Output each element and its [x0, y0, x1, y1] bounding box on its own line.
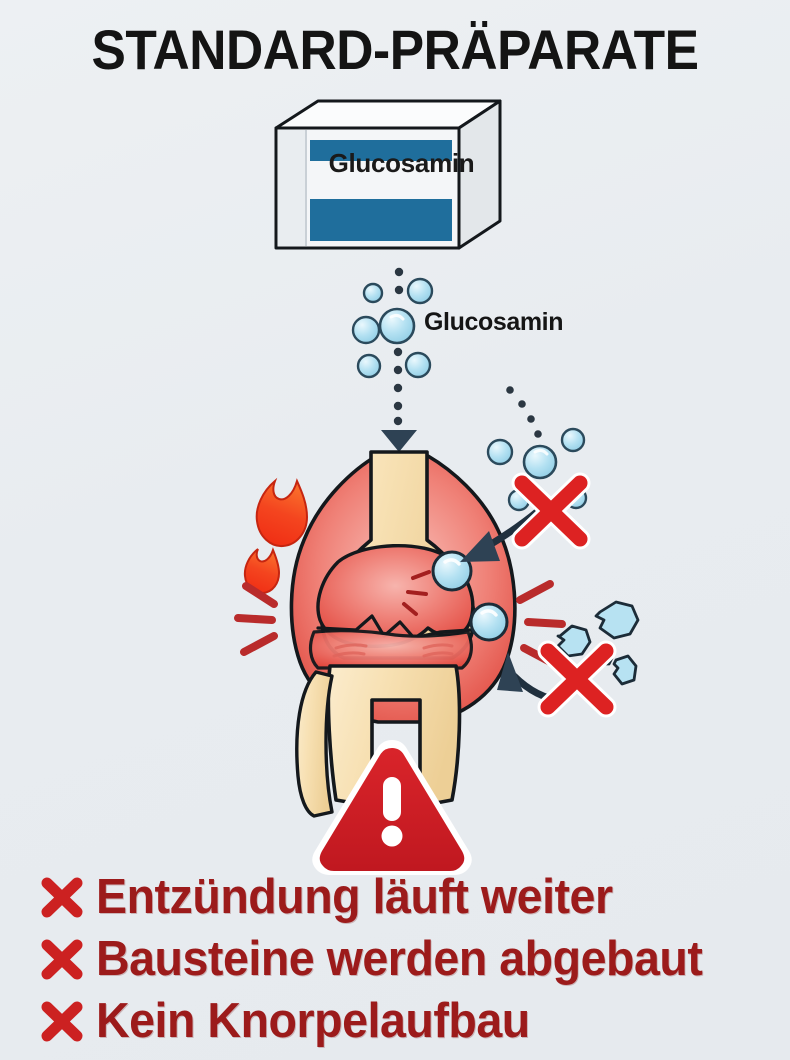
pain-lines-left — [234, 582, 278, 656]
x-mark-icon — [36, 933, 88, 985]
drawback-list: Entzündung läuft weiter Bausteine werden… — [36, 866, 776, 1052]
fibula-bone — [295, 670, 334, 818]
inflammation-flame-icon — [243, 477, 309, 595]
x-mark-icon — [36, 995, 88, 1047]
glucosamin-particle-cluster-top — [351, 277, 434, 379]
warning-triangle-icon — [312, 740, 472, 875]
glucosamin-dotted-trail-main — [393, 267, 404, 426]
cartilage-damage-line — [316, 614, 472, 640]
list-item: Entzündung läuft weiter — [36, 866, 776, 928]
x-mark-glyph — [41, 939, 83, 980]
x-mark-icon — [36, 871, 88, 923]
inner-pain-streaks — [402, 570, 431, 616]
inflammation-shading-marks — [332, 643, 454, 658]
glucosamin-label: Glucosamin — [424, 308, 564, 336]
x-mark-icon-lower-right — [537, 640, 617, 718]
x-mark-glyph — [41, 1001, 83, 1042]
medicine-box-graphic — [274, 99, 502, 250]
list-item-label: Bausteine werden abgebaut — [96, 931, 703, 986]
list-item-label: Entzündung läuft weiter — [96, 869, 613, 924]
list-item: Bausteine werden abgebaut — [36, 928, 776, 990]
list-item-label: Kein Knorpelaufbau — [96, 993, 530, 1048]
glucosamin-dotted-trail-right — [506, 386, 546, 453]
downward-arrowhead-icon — [381, 430, 417, 452]
tibial-cartilage — [308, 629, 473, 670]
x-mark-glyph — [41, 877, 83, 918]
page-title: STANDARD-PRÄPARATE — [91, 18, 699, 81]
glucosamin-particles-at-joint — [431, 550, 509, 642]
x-mark-icon-upper-right — [511, 472, 591, 550]
list-item: Kein Knorpelaufbau — [36, 990, 776, 1052]
